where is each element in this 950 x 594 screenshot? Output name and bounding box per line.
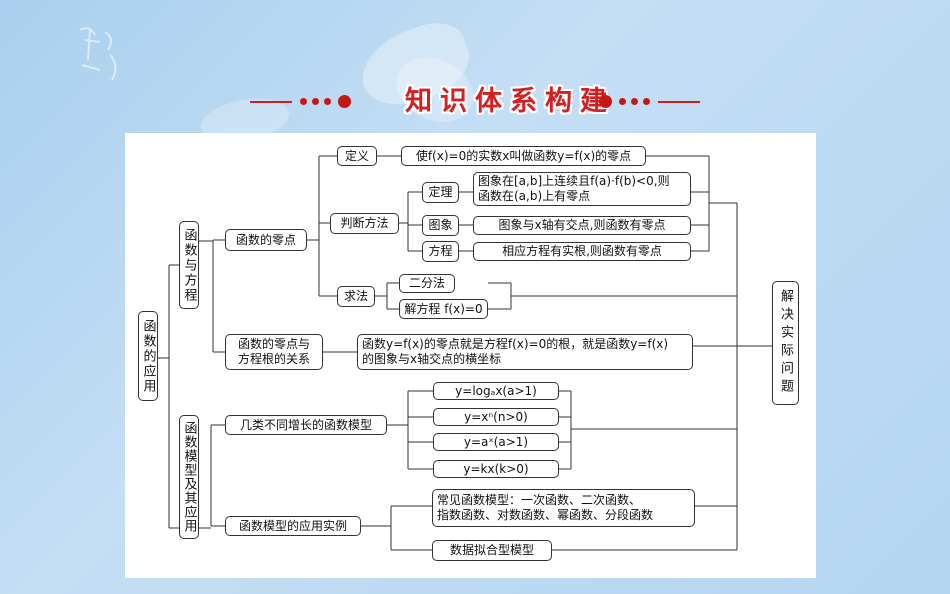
node-solve-problem: 解决实际问题 — [772, 281, 799, 405]
node-judge-method: 判断方法 — [330, 213, 399, 234]
connector-root — [158, 264, 180, 529]
node-branch-equation: 函数与方程 — [179, 221, 199, 309]
node-branch-model: 函数模型及其应用 — [179, 415, 199, 539]
header-dot-large — [599, 95, 612, 108]
connector-branch-equation — [199, 239, 225, 353]
connector-growth-right — [559, 390, 572, 470]
page-title: 知识体系构建 — [405, 86, 615, 117]
node-model-log: y=logₐx(a>1) — [433, 382, 559, 400]
node-zero-point: 函数的零点 — [225, 229, 307, 251]
node-relation-text: 函数y=f(x)的零点就是方程f(x)=0的根，就是函数y=f(x) 的图象与x… — [357, 334, 693, 370]
header-dot-large — [338, 95, 351, 108]
diagram-panel: 函数的应用 函数与方程 函数模型及其应用 函数的零点 定义 使f(x)=0的实数… — [125, 133, 816, 578]
calligraphy-decoration — [79, 27, 117, 81]
node-model-linear: y=kx(k>0) — [433, 460, 559, 478]
node-branch-equation-label: 函数与方程 — [181, 227, 197, 303]
node-root-label: 函数的应用 — [140, 318, 156, 394]
connector-growth — [387, 390, 433, 470]
connector-branch-model — [199, 424, 225, 529]
header-dot — [643, 98, 650, 105]
node-application-instances: 函数模型的应用实例 — [225, 516, 361, 536]
node-root: 函数的应用 — [138, 311, 158, 401]
header-dot — [312, 98, 319, 105]
connector-zero-point — [307, 155, 337, 297]
node-relation: 函数的零点与 方程根的关系 — [225, 334, 323, 370]
section-header: 知识体系构建 — [250, 82, 700, 122]
node-data-fitting: 数据拟合型模型 — [432, 540, 552, 561]
connector-solve — [375, 282, 399, 310]
node-solve-method: 求法 — [337, 286, 375, 307]
node-graph-text: 图象与x轴有交点,则函数有零点 — [473, 216, 691, 235]
header-dot — [300, 98, 307, 105]
connector-judge-items — [459, 191, 473, 252]
connector-application — [361, 505, 432, 551]
header-line-right — [658, 101, 700, 103]
header-dot — [619, 98, 626, 105]
connector-judge — [399, 191, 422, 252]
node-solve-problem-label: 解决实际问题 — [778, 289, 793, 397]
node-model-power: y=xⁿ(n>0) — [433, 408, 559, 426]
node-common-models: 常见函数模型：一次函数、二次函数、 指数函数、对数函数、幂函数、分段函数 — [432, 489, 695, 527]
connector-right-top — [646, 155, 709, 252]
connector-lines — [158, 155, 772, 551]
node-growth-models: 几类不同增长的函数模型 — [225, 415, 387, 435]
header-dot — [324, 98, 331, 105]
node-branch-model-label: 函数模型及其应用 — [181, 421, 197, 533]
node-definition-text: 使f(x)=0的实数x叫做函数y=f(x)的零点 — [401, 146, 646, 166]
node-definition: 定义 — [337, 146, 377, 166]
header-line-left — [250, 101, 292, 103]
node-equation-text: 相应方程有实根,则函数有零点 — [473, 242, 691, 261]
node-model-exp: y=aˣ(a>1) — [433, 433, 559, 451]
node-equation: 方程 — [422, 241, 459, 262]
node-theorem-text: 图象在[a,b]上连续且f(a)·f(b)<0,则 函数在(a,b)上有零点 — [473, 172, 691, 206]
node-theorem: 定理 — [422, 182, 459, 203]
header-dot — [631, 98, 638, 105]
node-graph: 图象 — [422, 215, 459, 236]
connector-solve-right — [488, 282, 512, 310]
node-solve-equation: 解方程 f(x)=0 — [399, 299, 488, 319]
node-bisection: 二分法 — [399, 274, 455, 293]
